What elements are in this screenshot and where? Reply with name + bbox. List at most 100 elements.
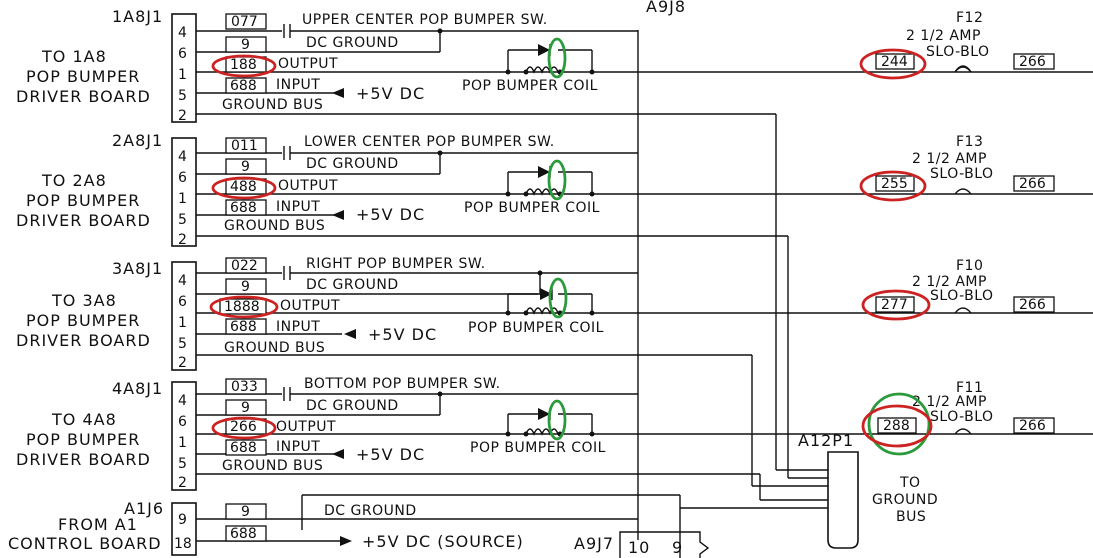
output-wire: 488 (230, 179, 257, 195)
pin-label: 4 (178, 149, 187, 165)
pin-label: 4 (178, 273, 187, 289)
ground-wire: 9 (241, 37, 250, 53)
dc-ground-label: DC GROUND (306, 398, 399, 414)
block-1: 1A8J1 TO 1A8 POP BUMPER DRIVER BOARD 4 6… (16, 7, 1093, 470)
block-4: 4A8J1 TO 4A8 POP BUMPER DRIVER BOARD 4 6… (16, 376, 1093, 491)
dest-line-1: TO 4A8 (51, 410, 117, 429)
pin-label: 18 (174, 536, 192, 552)
pin-label: 9 (178, 512, 187, 528)
pin-label: 1 (178, 67, 187, 83)
wire-tag (225, 13, 267, 30)
switch-wire: 011 (231, 138, 258, 154)
wire-9: 9 (241, 504, 250, 520)
pin-label: 4 (178, 393, 187, 409)
block-2: 2A8J1 TO 2A8 POP BUMPER DRIVER BOARD 4 6… (16, 131, 1093, 478)
input-label: INPUT (276, 439, 320, 455)
input-wire: 688 (230, 200, 257, 216)
pin-label: 1 (178, 435, 187, 451)
fuse-in-wire: 277 (881, 297, 908, 313)
switch-wire: 022 (231, 258, 258, 274)
connector-body (171, 13, 197, 123)
dest-line-3: DRIVER BOARD (16, 331, 151, 350)
plus5-label: +5V DC (368, 325, 437, 344)
dest-line-1: TO 3A8 (51, 291, 117, 310)
input-wire: 688 (230, 78, 257, 94)
a9j7-pin: 10 (628, 538, 650, 557)
fuse-in-wire: 244 (881, 54, 908, 70)
pin-label: 5 (178, 88, 187, 104)
a12p1-connector (827, 451, 859, 549)
fuse-rating: 2 1/2 AMP (906, 28, 981, 44)
block-3: 3A8J1 TO 3A8 POP BUMPER DRIVER BOARD 4 6… (16, 256, 1093, 486)
dest-line-2: POP BUMPER (26, 67, 140, 86)
ground-wire: 9 (241, 159, 250, 175)
switch-wire: 077 (231, 14, 258, 30)
input-wire: 688 (230, 440, 257, 456)
fuse-rating: 2 1/2 AMP (912, 394, 987, 410)
to-ground-bus-2: GROUND (872, 492, 938, 508)
fuse-highlight (867, 392, 931, 456)
connector-label: 3A8J1 (112, 259, 163, 278)
input-label: INPUT (276, 77, 320, 93)
dest-line-3: DRIVER BOARD (16, 87, 151, 106)
pin-label: 6 (178, 170, 187, 186)
dc-ground-label: DC GROUND (306, 156, 399, 172)
output-label: OUTPUT (278, 178, 338, 194)
dest-line-2: POP BUMPER (26, 311, 140, 330)
to-ground-bus-3: BUS (896, 509, 926, 525)
fuse-id: F11 (956, 380, 983, 396)
fuse-out-wire: 266 (1019, 297, 1046, 313)
fuse-rating: 2 1/2 AMP (912, 274, 987, 290)
pin-label: 2 (178, 108, 187, 124)
plus5-label: +5V DC (356, 84, 425, 103)
switch-wire: 033 (231, 379, 258, 395)
a9j7-pin: 9 (672, 538, 683, 557)
pin-label: 1 (178, 315, 187, 331)
input-wire: 688 (230, 319, 257, 335)
top-connector-label: A9J8 (646, 0, 686, 16)
ground-wire: 9 (241, 279, 250, 295)
pin-label: 1 (178, 191, 187, 207)
fuse-type: SLO-BLO (930, 409, 994, 425)
dc-ground-label: DC GROUND (306, 35, 399, 51)
pin-label: 6 (178, 294, 187, 310)
input-label: INPUT (276, 199, 320, 215)
ground-bus-label: GROUND BUS (222, 458, 323, 474)
input-label: INPUT (276, 319, 320, 335)
fuse-out-wire: 266 (1019, 418, 1046, 434)
wire-688: 688 (230, 526, 257, 542)
switch-label: UPPER CENTER POP BUMPER SW. (302, 12, 548, 28)
dest-line-3: DRIVER BOARD (16, 211, 151, 230)
fuse-type: SLO-BLO (926, 44, 990, 60)
dc-ground-label: DC GROUND (324, 503, 417, 519)
fuse-id: F12 (956, 10, 983, 26)
switch-label: RIGHT POP BUMPER SW. (306, 256, 486, 272)
ground-bus-label: GROUND BUS (224, 218, 325, 234)
connector-label: A1J6 (124, 499, 164, 518)
pin-label: 6 (178, 414, 187, 430)
pin-label: 4 (178, 25, 187, 41)
pin-label: 5 (178, 336, 187, 352)
fuse-in-wire: 288 (883, 418, 910, 434)
pin-label: 2 (178, 475, 187, 491)
switch-label: BOTTOM POP BUMPER SW. (304, 376, 501, 392)
connector-label: 1A8J1 (112, 7, 163, 26)
plus5-label: +5V DC (356, 205, 425, 224)
a9j7-label: A9J7 (574, 534, 614, 553)
fuse-type: SLO-BLO (930, 166, 994, 182)
output-label: OUTPUT (276, 419, 336, 435)
bottom-block: A1J6 FROM A1 CONTROL BOARD 9 18 9 DC GRO… (8, 431, 938, 558)
coil-label: POP BUMPER COIL (468, 320, 604, 336)
pin-label: 6 (178, 46, 187, 62)
fuse-out-wire: 266 (1019, 54, 1046, 70)
dest-line-2: POP BUMPER (26, 430, 140, 449)
fuse-type: SLO-BLO (930, 288, 994, 304)
output-wire: 266 (230, 419, 257, 435)
dest-line-1: FROM A1 (58, 515, 138, 534)
plus5-label: +5V DC (356, 445, 425, 464)
output-label: OUTPUT (278, 56, 338, 72)
source-label: +5V DC (SOURCE) (362, 532, 524, 551)
pin-label: 5 (178, 456, 187, 472)
fuse-rating: 2 1/2 AMP (912, 151, 987, 167)
connector-label: 4A8J1 (112, 379, 163, 398)
